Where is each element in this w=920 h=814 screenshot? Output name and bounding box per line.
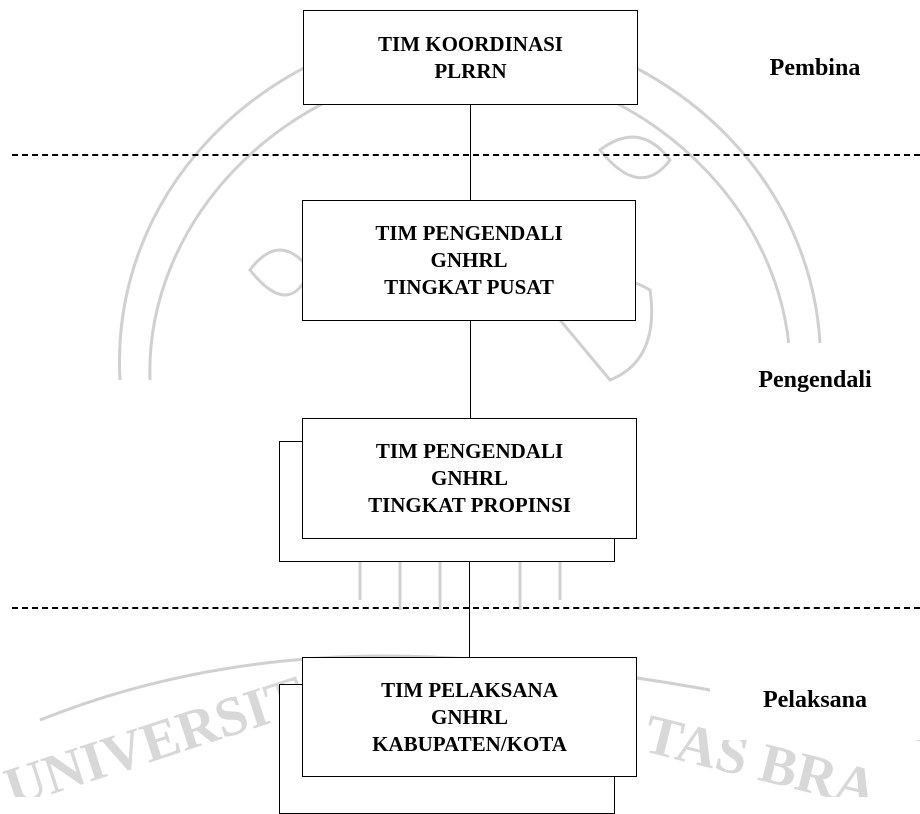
box-label: TIM KOORDINASI PLRRN [378,31,563,83]
box-label: TIM PELAKSANA GNHRL KABUPATEN/KOTA [372,677,567,756]
connector-line [469,561,470,686]
separator-pembina [12,154,920,156]
org-chart: UNIVERSITAS TAS BRA TIM KOORDINASI PLRRN… [0,10,920,814]
box-tingkat-propinsi: TIM PENGENDALI GNHRL TINGKAT PROPINSI [302,418,637,539]
box-tingkat-pusat: TIM PENGENDALI GNHRL TINGKAT PUSAT [302,200,636,321]
box-label: TIM PENGENDALI GNHRL TINGKAT PUSAT [375,221,563,299]
separator-pelaksana [12,607,920,609]
level-label-pengendali: Pengendali [710,343,920,418]
box-kabupaten-kota: TIM PELAKSANA GNHRL KABUPATEN/KOTA [302,657,637,777]
box-tim-koordinasi: TIM KOORDINASI PLRRN [303,10,638,105]
level-label-pembina: Pembina [710,33,920,104]
level-label-pelaksana: Pelaksana [710,660,920,740]
connector-line [470,320,471,419]
connector-line [470,104,471,201]
box-label: TIM PENGENDALI GNHRL TINGKAT PROPINSI [368,439,571,517]
